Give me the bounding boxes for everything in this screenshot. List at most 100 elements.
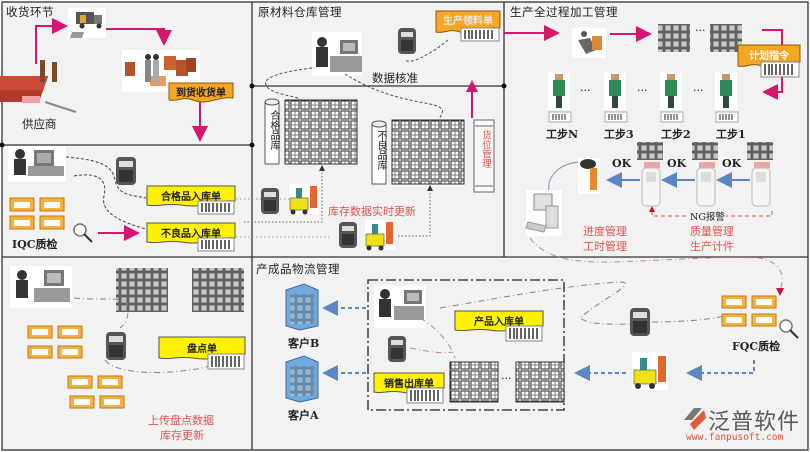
production-count-label: 生产计件: [690, 240, 734, 253]
panel-title-production: 生产全过程加工管理: [510, 5, 618, 19]
panel-title-receiving: 收货环节: [6, 5, 54, 19]
workstation-panel: [747, 142, 773, 160]
operator-computer-icon: [10, 266, 72, 308]
inventory-rack: [116, 268, 168, 312]
worker-step-1-icon: [715, 72, 739, 123]
factory-icon: [0, 60, 77, 113]
forklift-icon: [632, 352, 668, 390]
materials-rack: [658, 24, 690, 52]
panel-finished-bg: [252, 257, 808, 450]
fqc-label: FQC质检: [732, 340, 781, 353]
data-link-line: [344, 73, 443, 119]
computer-icon: [525, 190, 562, 236]
flow-arrow-truck-receive: [106, 28, 172, 46]
defective-in-doc: 不良品入库单: [146, 222, 236, 252]
magnifier-icon: [73, 223, 93, 243]
supplier-label: 供应商: [22, 117, 57, 131]
flow-arrow-supplier-truck: [35, 18, 68, 64]
operator-computer-icon: [312, 32, 362, 76]
step-ellipsis: ···: [580, 84, 591, 97]
fqc-boxes-icon: [721, 295, 777, 327]
qualified-store-cylinder: [264, 98, 280, 165]
count-doc: 盘点单: [158, 336, 246, 370]
data-link-line: [529, 237, 783, 291]
workstation-panel: [692, 142, 718, 160]
step-barcodes: [552, 114, 733, 120]
barcode-scanner-icon: [578, 158, 600, 194]
defective-in-doc-label: 不良品入库单: [161, 229, 221, 240]
realtime-update-label: 库存数据实时更新: [328, 205, 416, 218]
logo-name: 泛普软件: [708, 410, 801, 435]
count-doc-label: 盘点单: [187, 344, 217, 355]
product-in-doc: 产品入库单: [454, 310, 544, 342]
step-1-label: 工步1: [716, 128, 746, 141]
step-ellipsis: ···: [637, 84, 648, 97]
handheld-terminal-icon: [261, 188, 279, 214]
handheld-terminal-icon: [116, 157, 136, 185]
handheld-terminal-icon: [398, 28, 416, 54]
rack-ellipsis: ···: [501, 372, 512, 385]
truck-icon: [68, 8, 106, 38]
materials-rack: [710, 24, 742, 52]
finished-rack: [515, 361, 565, 403]
qualified-in-doc-label: 合格品入库单: [161, 192, 221, 203]
worker-step-2-icon: [660, 72, 684, 123]
plan-doc: 计划指令: [737, 44, 801, 78]
handheld-terminal-icon: [630, 308, 650, 336]
data-verify-label: 数据核准: [372, 71, 418, 85]
scanner-terminal-icon: [696, 162, 716, 207]
customer-a-label: 客户A: [288, 409, 319, 422]
forklift-icon: [365, 220, 395, 251]
customer-b-building-icon: [285, 283, 319, 331]
ok-label: OK: [722, 157, 742, 170]
product-in-doc-label: 产品入库单: [474, 317, 524, 328]
worker-step-3-icon: [604, 72, 628, 123]
operator-computer-icon: [374, 286, 426, 328]
ok-label: OK: [612, 157, 632, 170]
panel-title-raw-warehouse: 原材料仓库管理: [258, 5, 342, 19]
workstation-panel: [637, 142, 663, 160]
step-ellipsis: ···: [693, 84, 704, 97]
inventory-rack: [192, 268, 244, 312]
receipt-doc: 到货收货单: [168, 82, 234, 104]
step-n-label: 工步N: [546, 128, 579, 141]
location-mgmt-label: 货位管理: [480, 130, 491, 168]
scanner-terminal-icon: [751, 162, 771, 207]
receipt-doc-label: 到货收货单: [176, 88, 226, 99]
sales-out-doc-label: 销售出库单: [384, 379, 434, 390]
upload-count-label: 上传盘点数据: [148, 414, 214, 427]
scanner-terminal-icon: [641, 162, 661, 207]
finished-rack: [449, 361, 499, 403]
customer-a-building-icon: [285, 355, 319, 403]
ok-label: OK: [667, 157, 687, 170]
data-link-line: [439, 281, 641, 325]
quality-mgmt-label: 质量管理: [690, 225, 734, 238]
finished-warehouse-frame: [367, 279, 565, 411]
progress-mgmt-label: 进度管理: [583, 225, 627, 238]
inventory-boxes-icon: [27, 325, 125, 409]
worker-picking-icon: [572, 28, 606, 58]
location-mgmt-box: [473, 119, 495, 193]
step-2-label: 工步2: [661, 128, 691, 141]
plan-doc-label: 计划指令: [749, 51, 789, 62]
handheld-terminal-icon: [339, 222, 357, 248]
dotted-link: [244, 165, 325, 223]
defective-store-rack: [391, 119, 465, 185]
handheld-terminal-icon: [388, 336, 406, 362]
fanpu-logo-icon: [684, 408, 706, 430]
ng-alarm-label: NG报警: [689, 209, 726, 223]
data-link-line: [73, 174, 147, 230]
defective-store-cylinder: [371, 120, 387, 185]
iqc-label: IQC质检: [12, 238, 58, 251]
iqc-boxes-icon: [9, 197, 65, 230]
step-3-label: 工步3: [604, 128, 634, 141]
qualified-store-label: 合格品库: [268, 110, 279, 150]
sales-out-doc: 销售出库单: [373, 372, 445, 404]
data-link-line: [104, 359, 216, 373]
handheld-terminal-icon: [106, 332, 126, 360]
data-link-line: [265, 67, 313, 101]
magnifier-icon: [779, 319, 799, 339]
dotted-link: [398, 185, 433, 237]
